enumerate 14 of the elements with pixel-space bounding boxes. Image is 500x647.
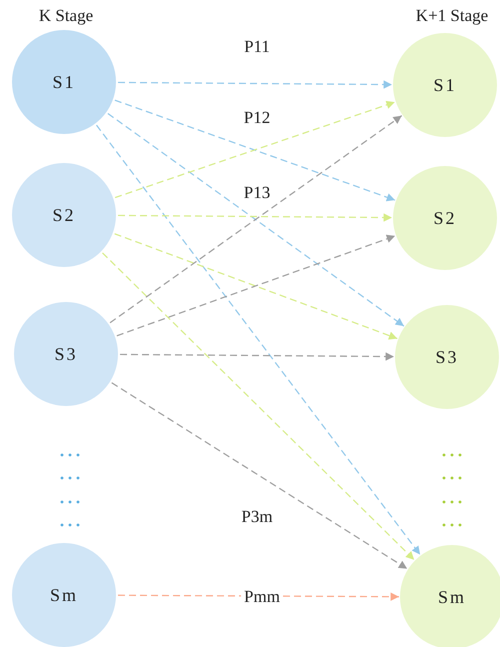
state-label: S2 xyxy=(52,204,76,226)
arrow xyxy=(102,252,415,560)
arrow xyxy=(118,213,392,222)
state-label: S3 xyxy=(54,344,78,364)
state-label: S2 xyxy=(433,208,456,228)
state-label: Sm xyxy=(50,584,78,606)
arrow xyxy=(118,80,392,89)
state-label: Sm xyxy=(438,586,466,608)
arrow xyxy=(96,124,421,556)
state-label: S1 xyxy=(52,72,76,92)
arrow xyxy=(120,352,394,361)
state-label: S1 xyxy=(433,74,456,96)
arrow xyxy=(111,382,408,570)
state-label: S3 xyxy=(435,346,458,368)
